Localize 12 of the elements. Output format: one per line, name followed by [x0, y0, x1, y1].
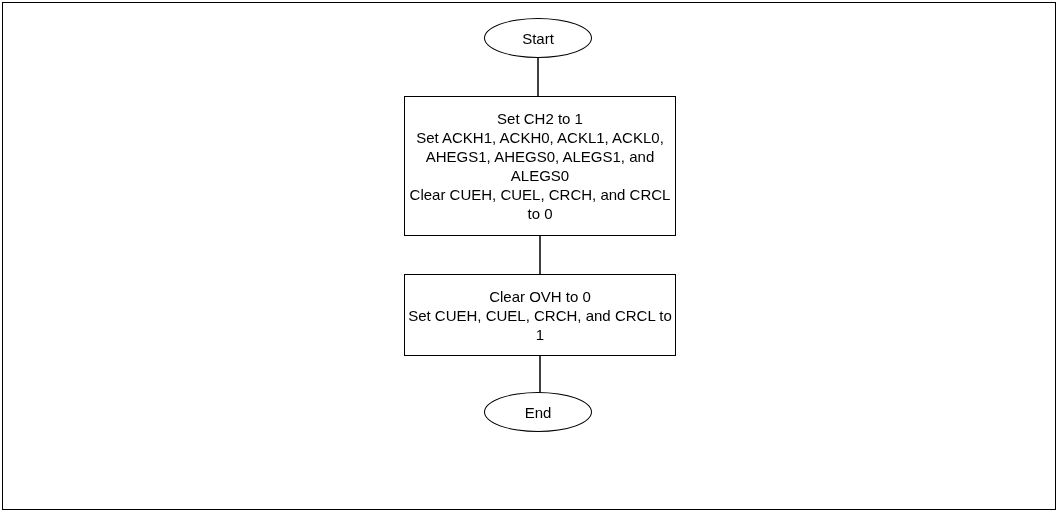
- step-text: Clear CUEH, CUEL, CRCH, and CRCL to 0: [408, 185, 672, 223]
- connector-line: [539, 235, 541, 275]
- step-text: Set CH2 to 1: [497, 109, 583, 128]
- connector-line: [537, 57, 539, 97]
- step-text: Clear OVH to 0: [489, 286, 591, 306]
- step-text: Set CUEH, CUEL, CRCH, and CRCL to 1: [408, 305, 672, 344]
- step-text: End: [524, 402, 552, 422]
- connector-line: [539, 355, 541, 393]
- step-text: Start: [522, 28, 554, 48]
- step-text: Set ACKH1, ACKH0, ACKL1, ACKL0, AHEGS1, AHEGS0, ALEGS1, and ALEGS0: [415, 128, 665, 185]
- process-box: [404, 274, 676, 356]
- process-box: [404, 96, 676, 236]
